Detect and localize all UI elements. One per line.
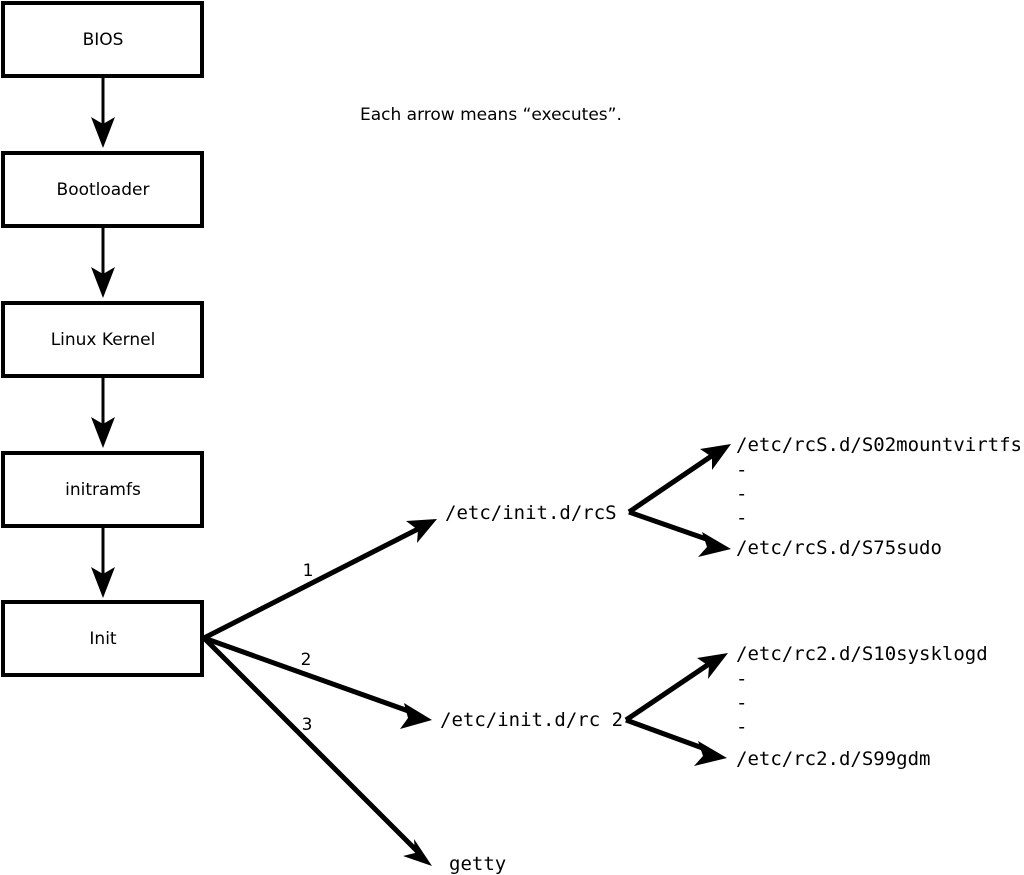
edge-line-init-rc2 xyxy=(203,635,415,716)
arrowhead-rcs-first xyxy=(700,444,731,470)
node-linux-kernel-label: Linux Kernel xyxy=(51,330,156,350)
edge-initramfs-to-init xyxy=(91,527,115,598)
node-init-label: Init xyxy=(89,629,117,649)
node-bios[interactable]: BIOS xyxy=(1,1,204,78)
edge-line-rcs-first xyxy=(627,452,715,515)
edge-rc2-to-last-target xyxy=(625,717,727,766)
edge-number-2: 2 xyxy=(301,650,312,670)
node-init[interactable]: Init xyxy=(1,600,204,677)
ellipsis-dash-rcs-1: - xyxy=(736,459,747,481)
edge-rcs-to-last-target xyxy=(628,509,731,557)
target-label-rc2-last: /etc/rc2.d/S99gdm xyxy=(736,748,930,770)
node-linux-kernel-box[interactable] xyxy=(1,301,204,378)
edge-bootloader-to-kernel xyxy=(91,227,115,298)
node-bootloader[interactable]: Bootloader xyxy=(1,151,204,228)
arrowhead-init-rc2 xyxy=(400,703,432,729)
ellipsis-dash-rc2-1: - xyxy=(736,668,747,690)
edge-bios-to-bootloader xyxy=(91,77,115,148)
node-bios-box[interactable] xyxy=(1,1,204,78)
edge-init-to-rcs xyxy=(202,519,437,641)
node-initramfs[interactable]: initramfs xyxy=(1,451,204,528)
edge-line-init-rcs xyxy=(202,525,422,641)
edge-line-rcs-last xyxy=(628,509,713,544)
edge-number-3: 3 xyxy=(302,715,313,735)
edge-rc2-to-first-target xyxy=(624,653,728,723)
node-linux-kernel[interactable]: Linux Kernel xyxy=(1,301,204,378)
arrowhead-initramfs-init xyxy=(91,567,115,598)
ellipsis-dash-rcs-3: - xyxy=(736,507,747,529)
node-init-box[interactable] xyxy=(1,600,204,677)
arrowhead-rcs-last xyxy=(698,532,731,557)
ellipsis-dash-rc2-3: - xyxy=(736,716,747,738)
script-label-rcs: /etc/init.d/rcS xyxy=(445,502,617,524)
node-bootloader-label: Bootloader xyxy=(57,180,150,200)
edge-number-1: 1 xyxy=(303,561,314,581)
edge-line-rc2-first xyxy=(624,661,711,723)
edge-init-to-getty xyxy=(202,636,432,866)
node-initramfs-box[interactable] xyxy=(1,451,204,528)
arrowhead-bios-bootloader xyxy=(91,117,115,148)
edge-line-rc2-last xyxy=(625,717,709,753)
node-initramfs-label: initramfs xyxy=(65,480,141,500)
node-bootloader-box[interactable] xyxy=(1,151,204,228)
node-bios-label: BIOS xyxy=(83,30,124,50)
script-label-rc2: /etc/init.d/rc 2 xyxy=(440,709,623,731)
target-label-rc2-first: /etc/rc2.d/S10sysklogd xyxy=(736,643,988,665)
target-label-rcs-last: /etc/rcS.d/S75sudo xyxy=(736,537,942,559)
script-label-getty: getty xyxy=(449,853,506,875)
arrowhead-kernel-initramfs xyxy=(91,417,115,448)
edge-kernel-to-initramfs xyxy=(91,377,115,448)
caption-text: Each arrow means “executes”. xyxy=(360,105,622,125)
arrowhead-rc2-first xyxy=(697,653,728,679)
ellipsis-dash-rcs-2: - xyxy=(736,483,747,505)
arrowhead-init-getty xyxy=(403,839,432,866)
arrowhead-bootloader-kernel xyxy=(91,267,115,298)
arrowhead-init-rcs xyxy=(406,519,437,543)
arrowhead-rc2-last xyxy=(694,741,727,766)
target-label-rcs-first: /etc/rcS.d/S02mountvirtfs xyxy=(736,434,1022,456)
edge-init-to-rc2 xyxy=(203,635,432,729)
ellipsis-dash-rc2-2: - xyxy=(736,692,747,714)
edge-rcs-to-first-target xyxy=(627,444,731,515)
edge-line-init-getty xyxy=(202,636,419,853)
